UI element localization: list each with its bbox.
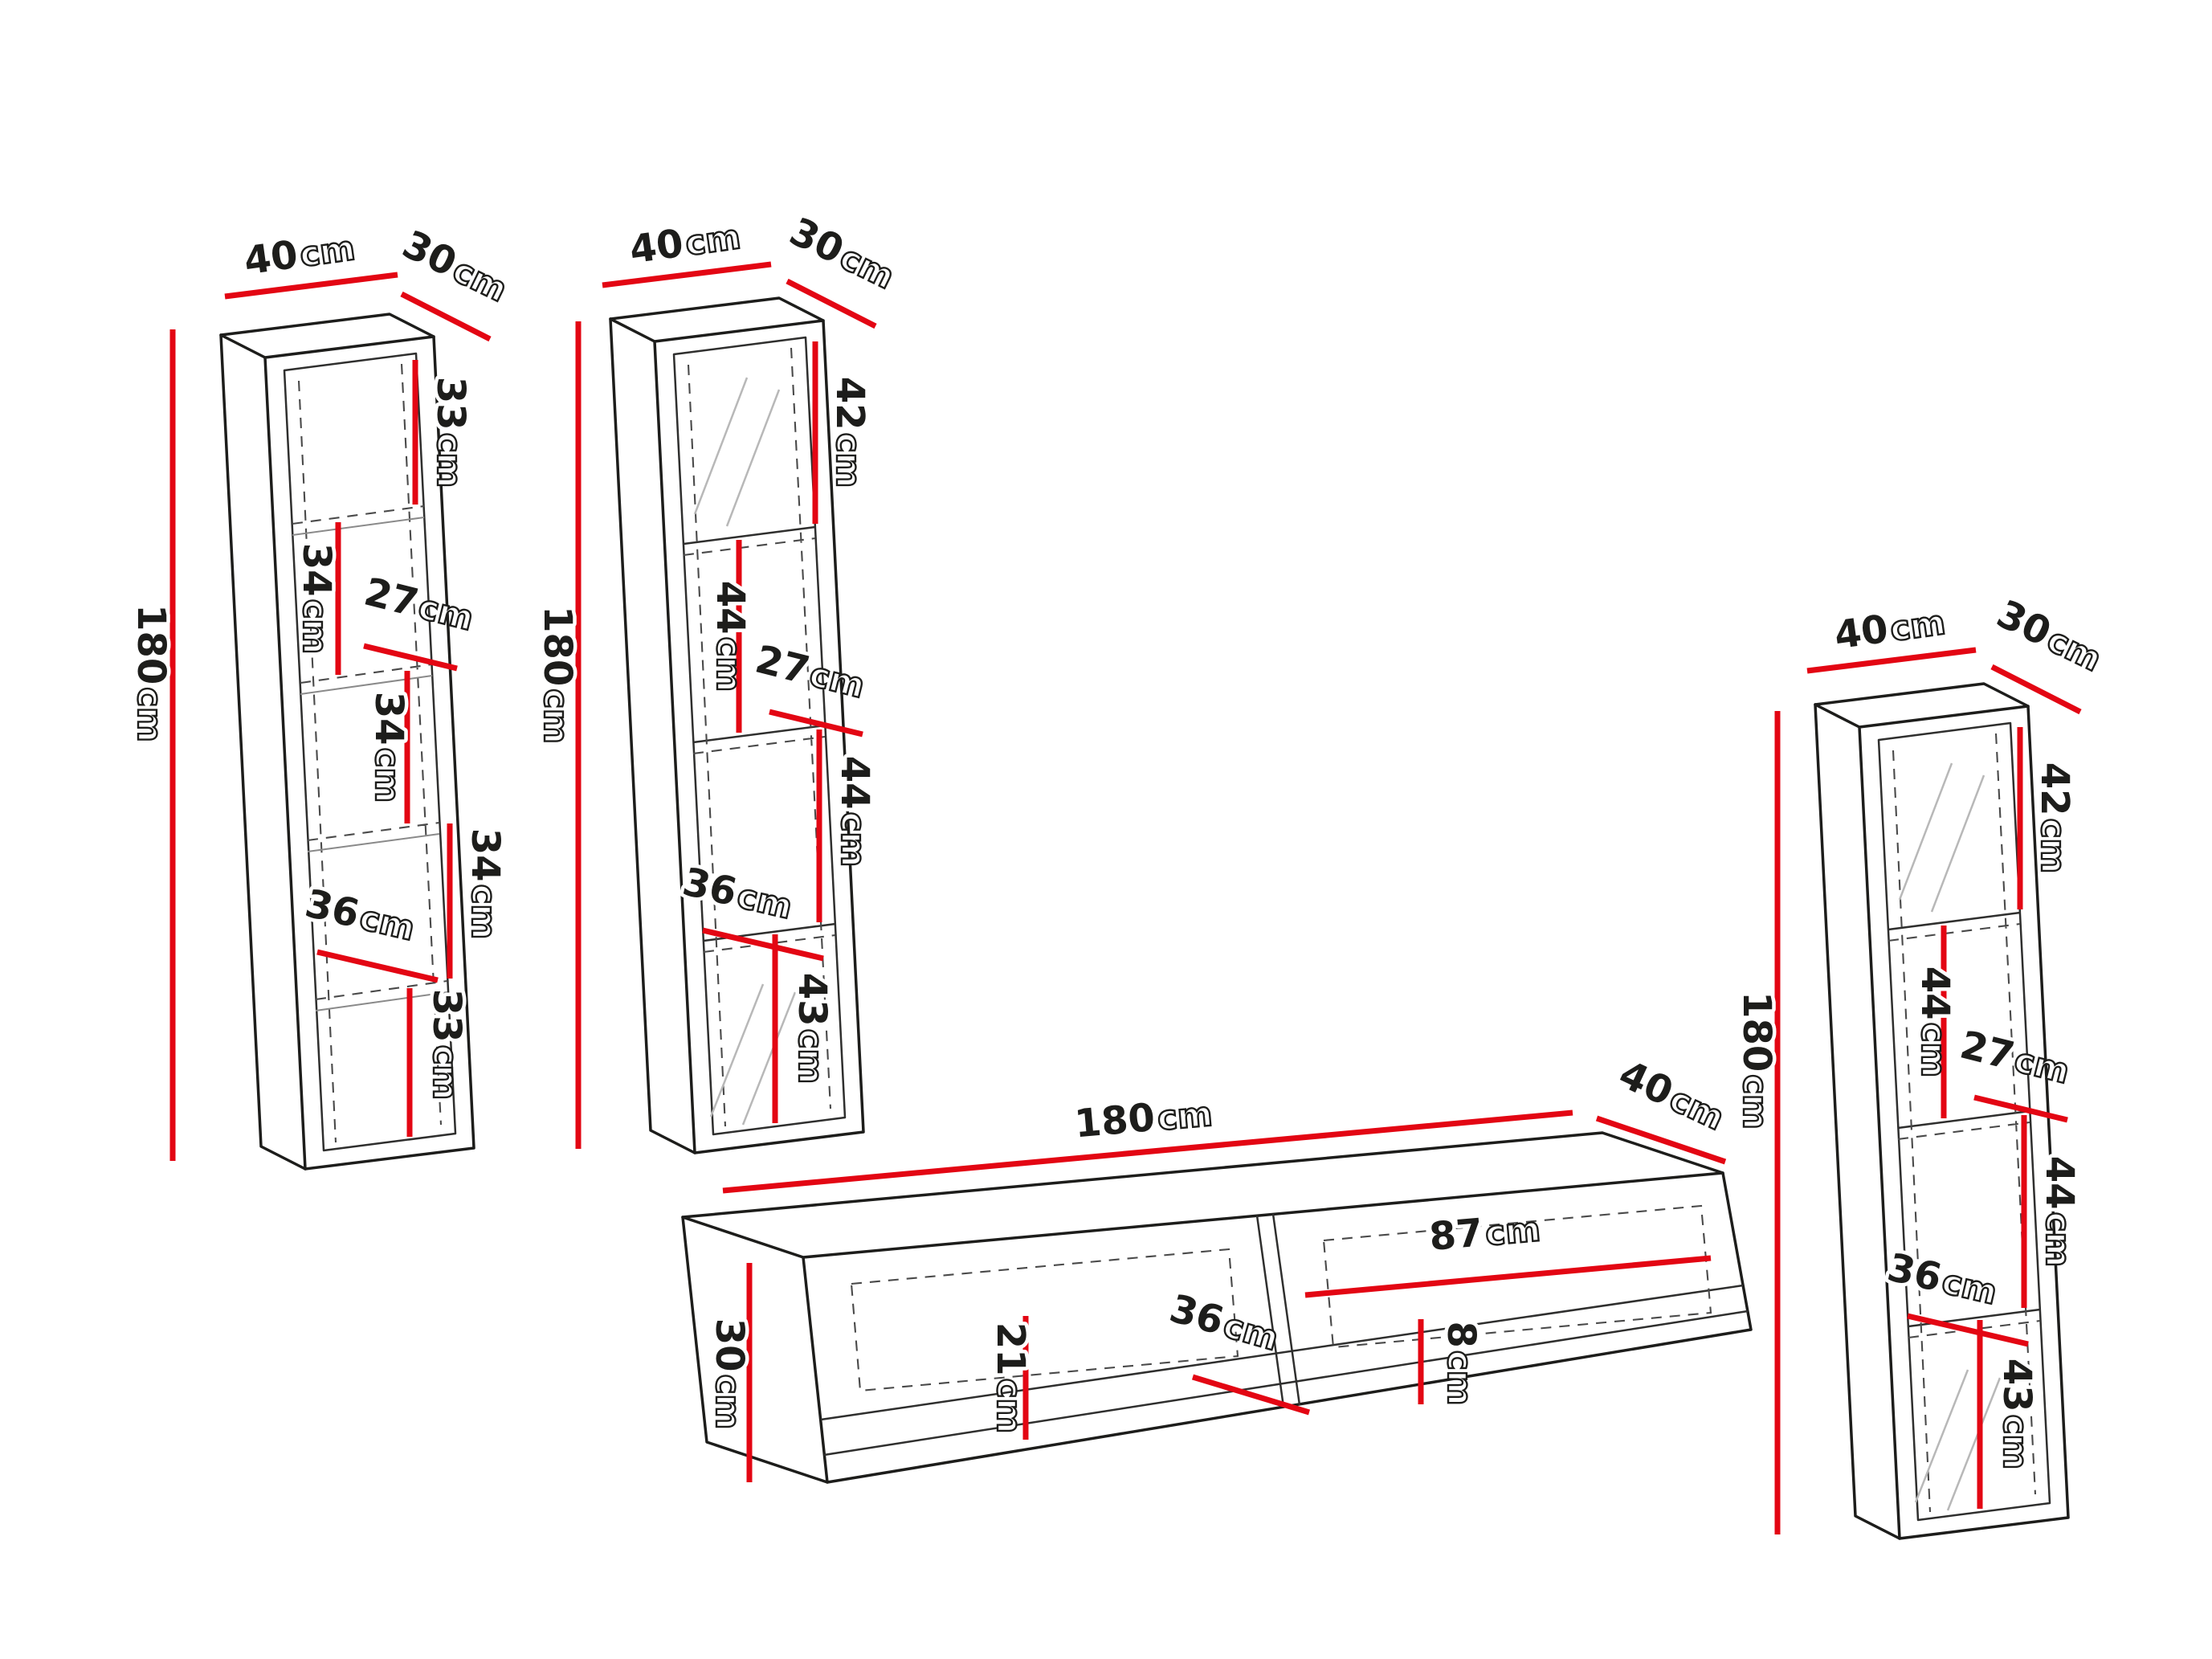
inner-dimension-line <box>1304 1255 1712 1298</box>
tv-stand-length-label: 180cm <box>1073 1090 1214 1147</box>
inner-dimension-label: 8cm <box>1439 1321 1484 1405</box>
glass-pane-reflections <box>1898 762 2002 1511</box>
door-opening <box>672 336 847 1136</box>
cabinet-glass-right: 40cm 30cm 180cm 42cm 44cm 27cm 44cm 36cm… <box>1731 588 2110 1540</box>
section-label: 34cm <box>294 543 339 654</box>
cabinet-left-height-label: 180cm <box>129 604 173 742</box>
tv-stand-inner-edges <box>681 1171 1724 1484</box>
tv-stand-body <box>681 1131 1753 1484</box>
section-label: 44cm <box>1912 966 1957 1077</box>
section-dimension-line <box>1907 1313 2029 1347</box>
cabinet-body <box>219 313 475 1171</box>
tv-stand-depth-line <box>1595 1115 1727 1165</box>
section-label: 33cm <box>428 377 473 488</box>
cabinet-left-width-label: 40cm <box>241 224 357 284</box>
tv-stand-height-label: 30cm <box>707 1318 752 1429</box>
cabinet-glass-right-depth-line <box>1990 664 2082 715</box>
section-dimension-line <box>363 643 458 672</box>
section-label: 34cm <box>463 828 508 939</box>
cabinet-inner-edges <box>219 333 435 1171</box>
cabinet-glass-right-depth-label: 30cm <box>1990 591 2110 680</box>
section-label: 34cm <box>366 692 411 803</box>
cabinet-glass-left-depth-label: 30cm <box>783 209 903 298</box>
door-opening <box>1877 721 2051 1522</box>
section-label: 42cm <box>827 377 872 488</box>
section-dimension-line <box>702 927 824 962</box>
section-label: 33cm <box>424 989 469 1100</box>
cabinet-glass-left-width-label: 40cm <box>626 213 743 273</box>
section-label: 42cm <box>2032 762 2077 873</box>
section-label: 44cm <box>832 756 877 867</box>
cabinet-left-depth-line <box>400 291 492 342</box>
section-dimension-line <box>769 709 863 738</box>
cabinet-inner-edges <box>609 317 825 1154</box>
cabinet-glass-left-depth-line <box>786 278 877 329</box>
shelf-edge-lines <box>292 517 448 1011</box>
inner-dimension-label: 87cm <box>1427 1205 1542 1260</box>
glass-pane-reflections <box>693 377 797 1126</box>
cabinet-glass-right-height-label: 180cm <box>1734 991 1779 1130</box>
cabinet-glass-left: 40cm 30cm 180cm 42cm 44cm 27cm 44cm 36cm… <box>532 206 903 1154</box>
section-dimension-line <box>1973 1094 2068 1123</box>
cabinet-left-width-line <box>224 272 398 300</box>
section-dimension-line <box>316 949 439 983</box>
section-label: 43cm <box>790 973 835 1084</box>
inner-dimension-label: 21cm <box>988 1322 1033 1433</box>
cabinet-glass-right-width-line <box>1806 647 1977 674</box>
hidden-lines <box>850 1204 1712 1392</box>
cabinet-glass-left-height-label: 180cm <box>535 606 580 744</box>
door-opening <box>283 352 457 1152</box>
section-label: 44cm <box>708 581 753 692</box>
cabinet-left: 40cm 30cm 180cm 33cm 34cm 27cm 34cm 34cm… <box>125 219 515 1171</box>
inner-dimension-line <box>1191 1374 1311 1416</box>
section-label: 44cm <box>2037 1156 2082 1267</box>
front-panel-lines <box>820 1213 1749 1457</box>
section-label: 27cm <box>1956 1023 2075 1093</box>
tv-stand-length-line <box>722 1109 1573 1194</box>
cabinet-glass-left-width-line <box>602 261 772 288</box>
section-label: 43cm <box>1994 1359 2039 1469</box>
cabinet-glass-right-width-label: 40cm <box>1831 599 1948 659</box>
tv-stand: 180cm 40cm 30cm 87cm 21cm 36cm 8cm <box>681 1048 1753 1484</box>
cabinet-inner-edges <box>1814 703 2030 1540</box>
tv-stand-depth-label: 40cm <box>1612 1052 1732 1139</box>
